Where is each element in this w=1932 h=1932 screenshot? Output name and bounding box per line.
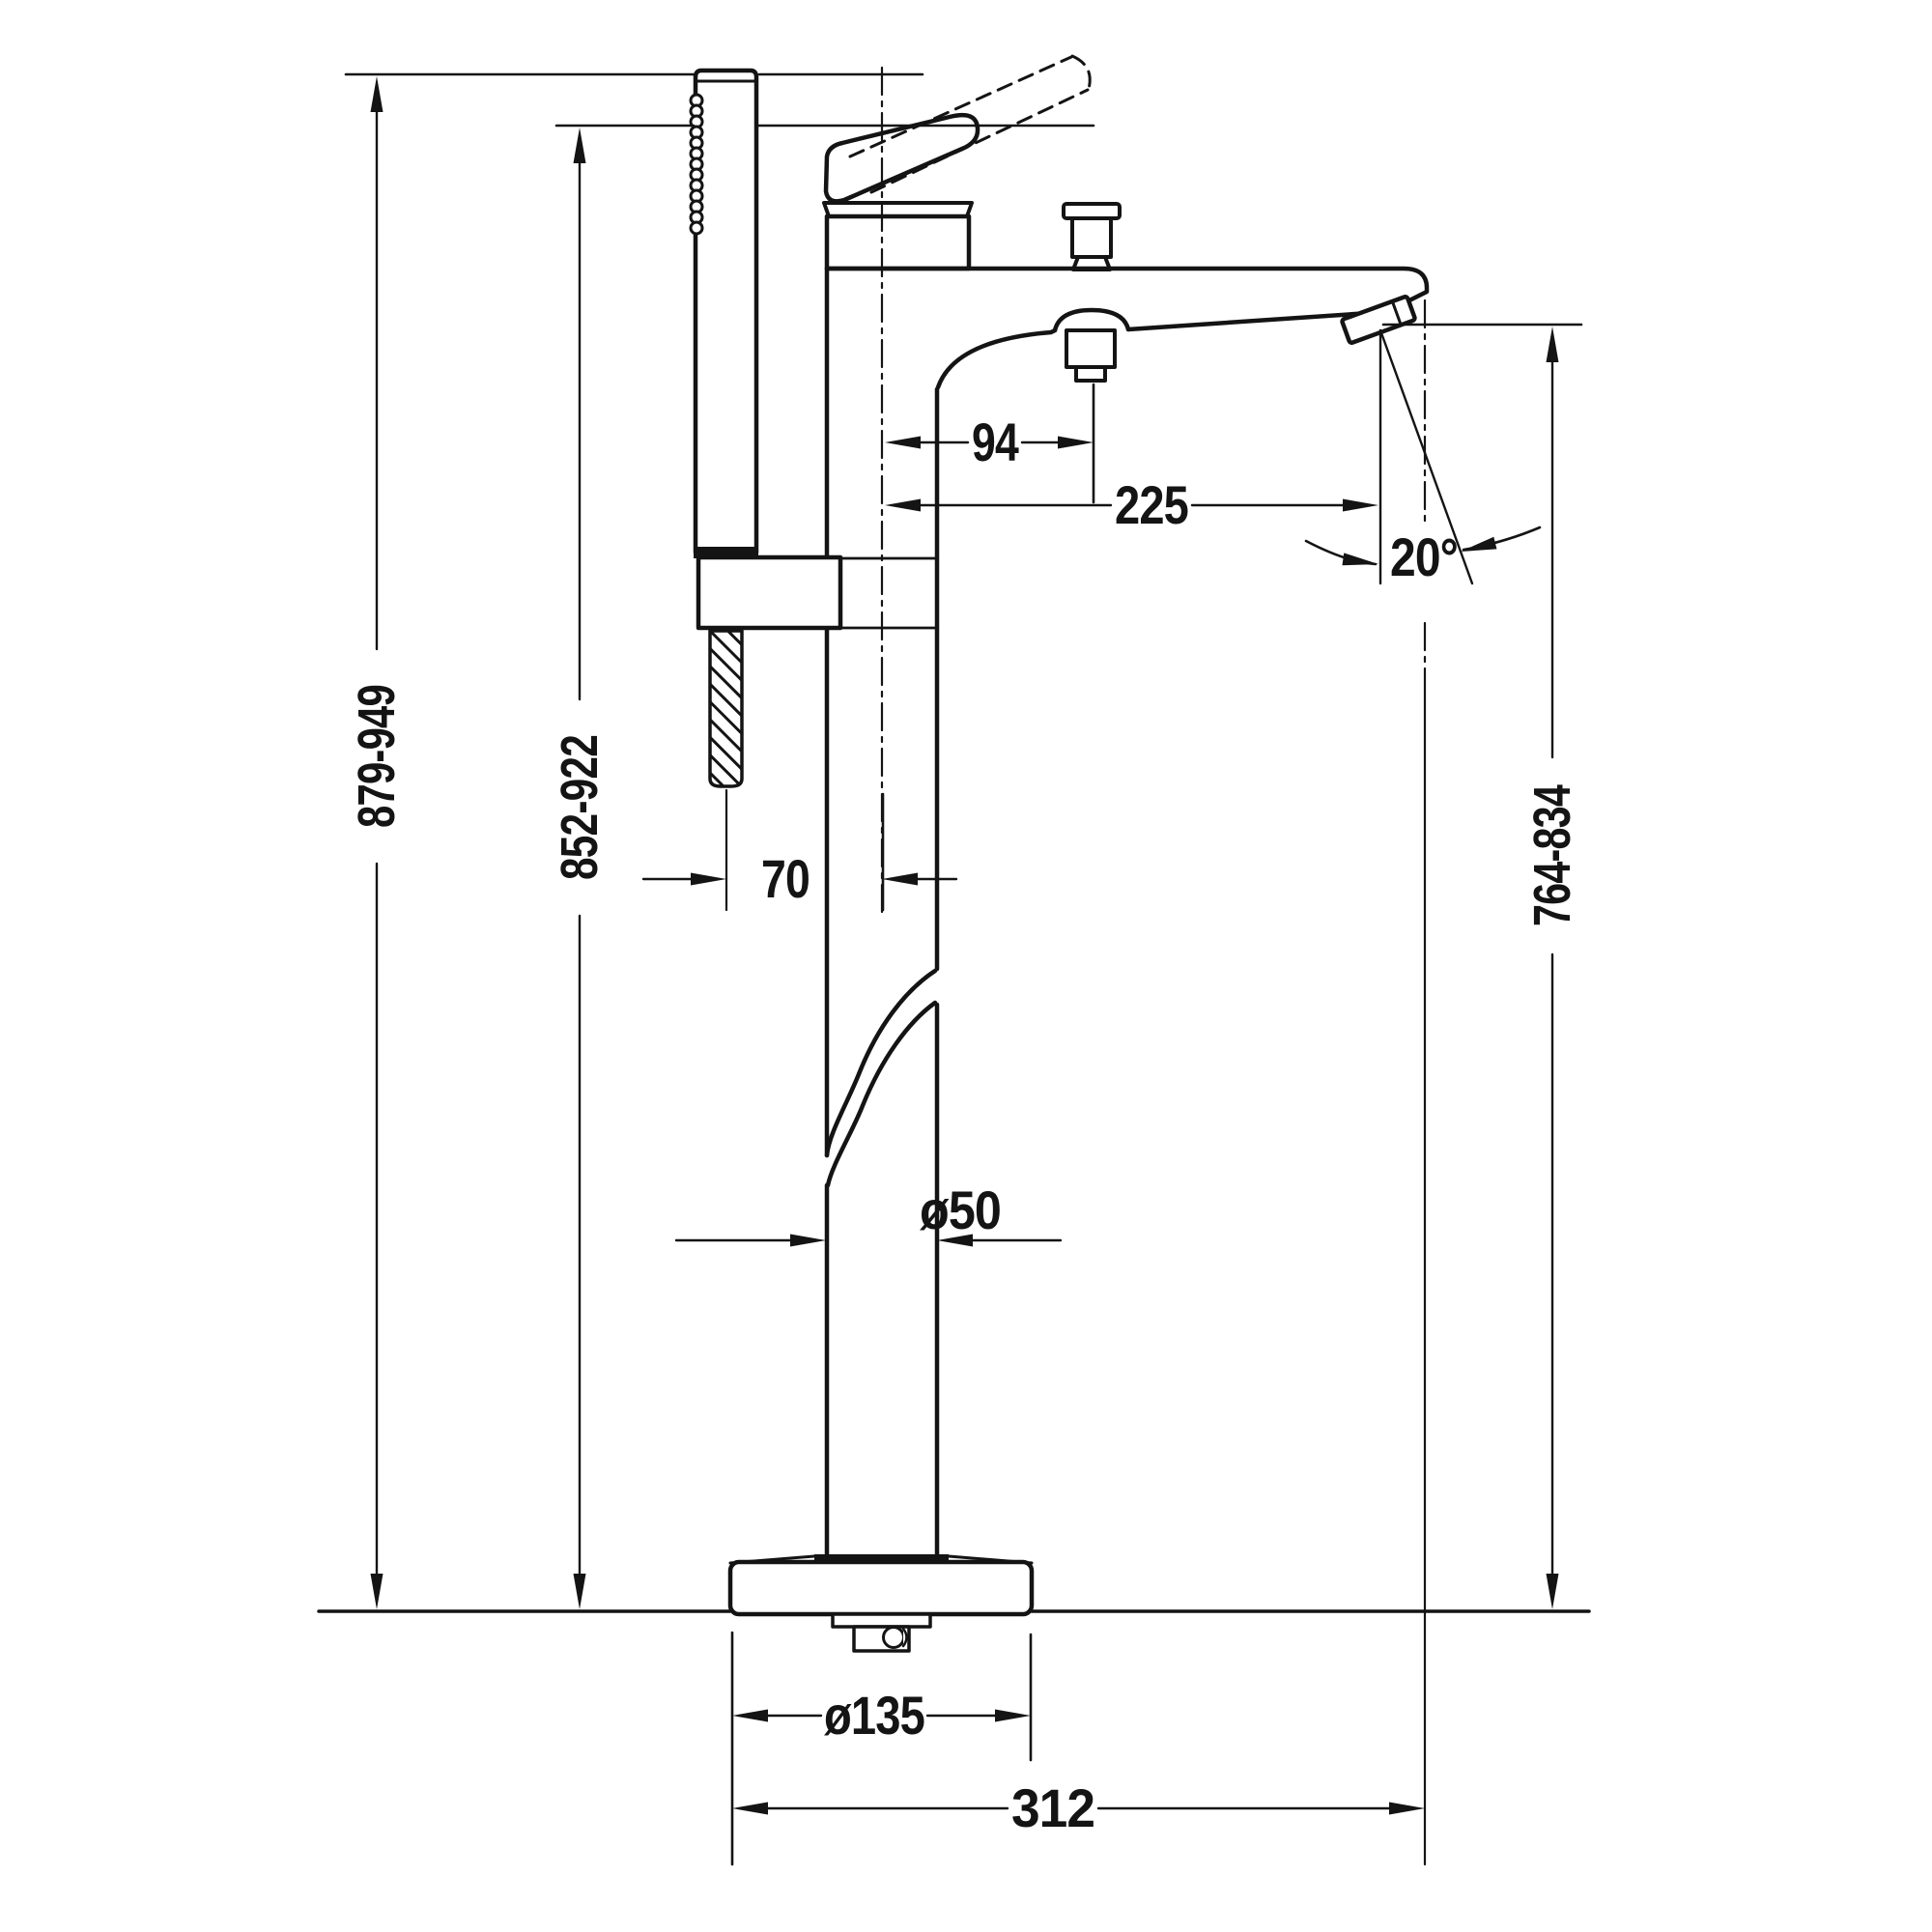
arrowhead-left — [885, 498, 921, 512]
spray-nozzles — [689, 93, 704, 236]
hand-shower-handle — [693, 68, 759, 555]
riser-diameter-label: ø50 — [920, 1179, 1001, 1240]
base-top-flange — [814, 1554, 949, 1560]
shower-holder-block — [696, 554, 843, 631]
arrowhead-left — [882, 872, 918, 886]
dimension-handshower-offset: 70 — [641, 792, 958, 912]
spout-angle-label: 20° — [1390, 526, 1458, 587]
handshower-offset-label: 70 — [761, 848, 810, 909]
mixer-head — [822, 54, 1430, 390]
arrowhead-up — [1546, 327, 1559, 362]
arrowhead-right — [1342, 553, 1378, 566]
arrowhead-down — [370, 1574, 384, 1609]
arrowhead-right — [1389, 1802, 1425, 1815]
arrowhead-right — [995, 1709, 1031, 1722]
arrowhead-left — [1461, 536, 1497, 552]
arrowhead-right — [691, 872, 726, 886]
floor-base — [727, 1554, 1035, 1653]
arrowhead-right — [790, 1234, 826, 1247]
dimension-spout-angle: 20° — [1304, 328, 1542, 587]
spout-aerator — [1340, 295, 1417, 345]
arrowhead-down — [1546, 1574, 1559, 1609]
dimension-diverter-offset: 94 — [885, 383, 1095, 504]
dimension-height-to-spout: 764-834 — [1381, 323, 1583, 1609]
dimension-spout-reach: 225 — [885, 474, 1378, 535]
base-rosette — [727, 1559, 1035, 1617]
handle-grip-hatched — [708, 629, 744, 788]
underfloor-fitting — [831, 1612, 932, 1653]
hose-connection-dome — [1052, 307, 1131, 333]
lever-raised-position-dashed — [848, 54, 1092, 194]
centerlines — [880, 66, 1427, 1866]
arrowhead-right — [1058, 436, 1094, 449]
angle-slanted-line — [1378, 328, 1474, 585]
arrowhead-down — [573, 1574, 586, 1609]
dimension-overall-height: 879-949 — [344, 72, 924, 1609]
diverter-knob — [1062, 202, 1122, 271]
spout-reach-label: 225 — [1115, 474, 1188, 535]
dimension-base-to-spout: 312 — [732, 1777, 1425, 1838]
hose-nipple — [1065, 328, 1117, 383]
arrowhead-left — [885, 436, 921, 449]
dimension-base-diameter: ø135 — [730, 1631, 1033, 1866]
base-diameter-label: ø135 — [824, 1685, 924, 1746]
base-to-spout-label: 312 — [1011, 1777, 1094, 1838]
height-to-spout-label: 764-834 — [1523, 784, 1581, 926]
telescopic-break-curve-upper — [824, 968, 938, 1158]
height-to-lever-label: 852-922 — [551, 735, 609, 880]
hand-shower — [689, 68, 937, 912]
bath-mixer-figure — [317, 54, 1591, 1866]
diverter-offset-label: 94 — [972, 412, 1019, 472]
telescopic-break-curve-lower — [825, 1000, 938, 1188]
dimension-height-to-lever: 852-922 — [551, 124, 1095, 1609]
dimension-annotations: 879-949 852-922 764-834 — [344, 72, 1583, 1866]
arrowhead-right — [1343, 498, 1378, 512]
arrowhead-left — [937, 1234, 973, 1247]
spout-arm — [824, 266, 1430, 390]
arrowhead-left — [732, 1709, 768, 1722]
arrowhead-left — [732, 1802, 768, 1815]
mixer-body — [824, 213, 972, 271]
lever-handle — [823, 112, 980, 204]
dimension-riser-diameter: ø50 — [674, 1179, 1063, 1247]
riser-pipe — [824, 266, 940, 1557]
arrowhead-up — [573, 128, 586, 163]
arrowhead-up — [370, 76, 384, 112]
overall-height-label: 879-949 — [348, 685, 406, 828]
